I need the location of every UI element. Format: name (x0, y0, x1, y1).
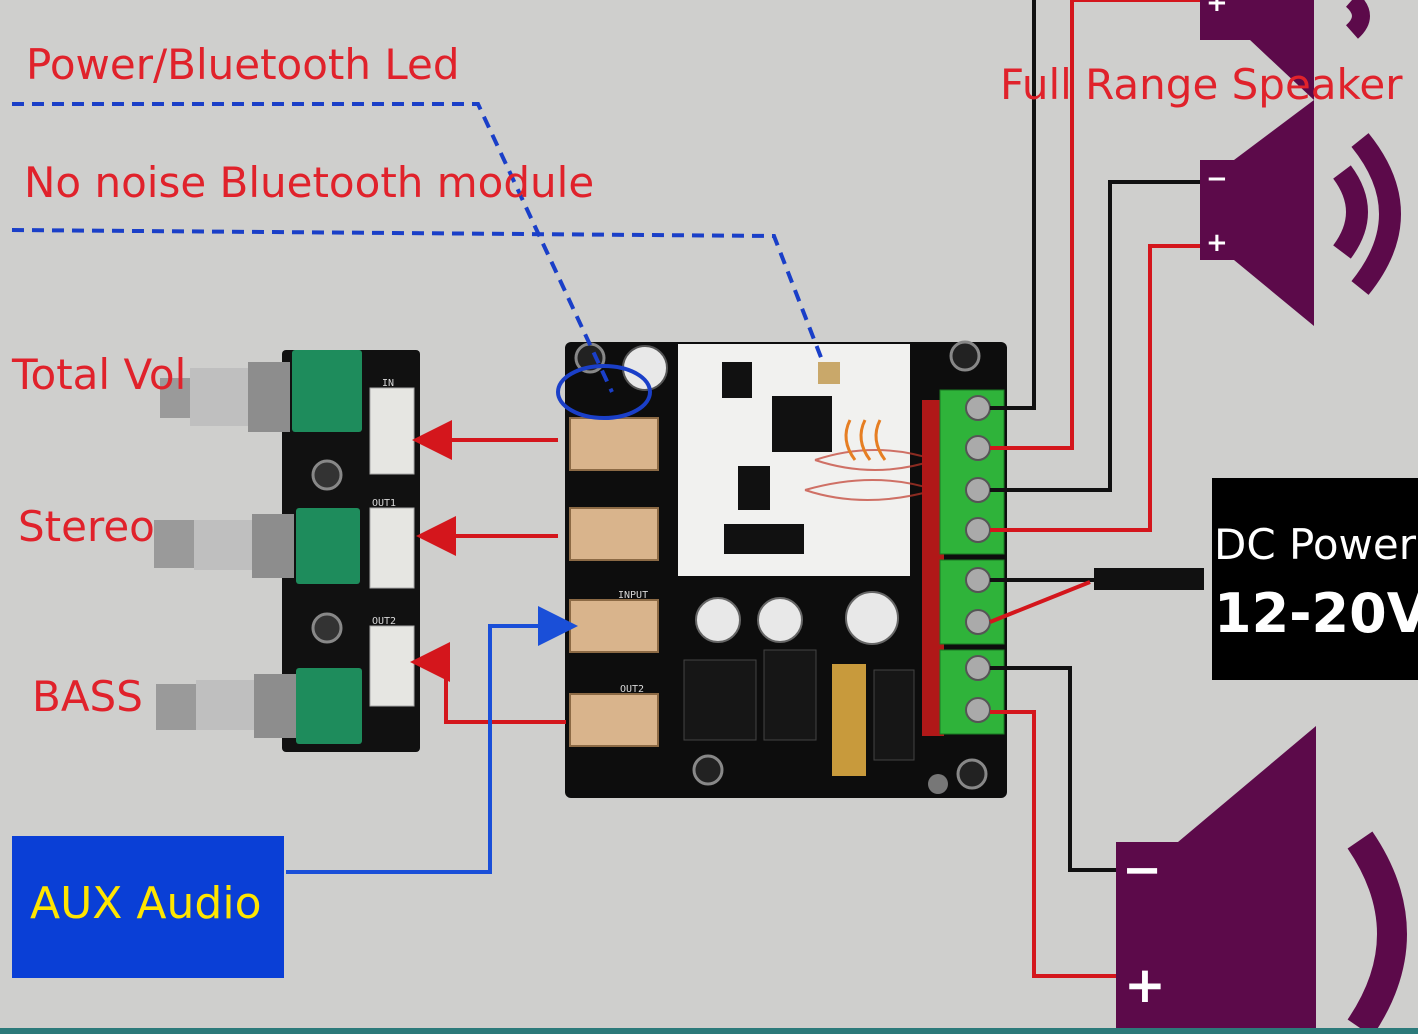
aux-wire (286, 606, 578, 874)
silk-out2: OUT2 (372, 616, 396, 627)
silk-out2-main: OUT2 (620, 684, 644, 695)
wire-spk1-neg (990, 0, 1036, 410)
dc-cable (1094, 568, 1204, 590)
speaker-middle-plus: + (1206, 228, 1228, 258)
label-bass: BASS (32, 672, 143, 721)
label-dc-power: DC Power (1214, 520, 1417, 569)
speaker-bottom-minus: − (1122, 842, 1163, 898)
speaker-middle-minus: − (1206, 164, 1228, 194)
wire-spk3-neg (990, 666, 1116, 872)
potentiometer-board: IN OUT1 OUT2 (154, 350, 420, 752)
wire-spk3-pos (990, 710, 1116, 978)
power-terminals (939, 559, 1005, 645)
wire-spk2-neg (990, 180, 1200, 492)
wire-spk2-pos (990, 244, 1200, 532)
sub-terminals (939, 649, 1005, 735)
silk-input: INPUT (618, 590, 648, 601)
arrow-out2 (410, 642, 566, 724)
label-aux-audio: AUX Audio (30, 878, 262, 929)
label-bluetooth-module: No noise Bluetooth module (24, 158, 595, 207)
speaker-icon-middle (1200, 100, 1401, 326)
led-highlight-ring (556, 364, 652, 420)
led-callout-line (12, 102, 614, 393)
speaker-terminals (939, 389, 1005, 555)
speaker-top-plus: + (1206, 0, 1228, 18)
amplifier-board: INPUT OUT2 (565, 340, 1007, 798)
label-dc-voltage: 12-20V (1214, 582, 1418, 645)
label-total-vol: Total Vol (12, 350, 187, 399)
bt-callout-line (11, 228, 824, 361)
wire-dc-pos (989, 580, 1091, 624)
silk-in: IN (382, 378, 394, 389)
speaker-icon-bottom (1116, 726, 1407, 1034)
label-full-range-speaker: Full Range Speaker (1000, 60, 1403, 109)
speaker-bottom-plus: + (1124, 956, 1166, 1014)
label-stereo: Stereo (18, 502, 155, 551)
dc-power-box (1212, 478, 1418, 680)
wire-spk1-pos (990, 0, 1200, 450)
label-power-bluetooth-led: Power/Bluetooth Led (26, 40, 460, 89)
aux-audio-box (12, 836, 284, 978)
speaker-icon-top (1200, 0, 1370, 100)
callout-lines (11, 102, 824, 393)
silk-out1: OUT1 (372, 498, 396, 509)
